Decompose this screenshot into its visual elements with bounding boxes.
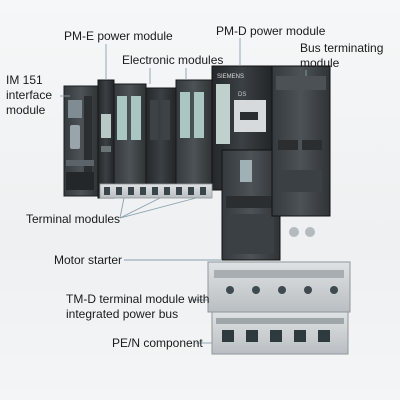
electronic-modules-right [175, 79, 213, 187]
label-im151: IM 151 interface module [6, 73, 53, 117]
label-pm-e: PM-E power module [64, 29, 173, 43]
electronic-modules-left [113, 83, 177, 185]
pmd-brand: SIEMENS [217, 74, 244, 80]
label-electronic-modules: Electronic modules [122, 53, 224, 67]
pen-component [211, 311, 349, 355]
leader-term-3 [119, 197, 197, 219]
label-pen: PE/N component [112, 336, 203, 350]
terminal-modules [99, 183, 213, 199]
pme-module [97, 79, 115, 199]
label-terminal-modules: Terminal modules [26, 212, 121, 226]
leader-term-1 [119, 197, 125, 219]
bus-terminating-module [271, 65, 331, 237]
tmd-terminal-module [207, 261, 351, 313]
label-bus-terminating: Bus terminating module [300, 41, 384, 70]
label-tmd: TM-D terminal module with integrated pow… [66, 292, 210, 321]
motor-starter [221, 149, 281, 261]
label-pm-d: PM-D power module [216, 24, 326, 38]
label-motor-starter: Motor starter [54, 253, 123, 267]
leader-lines [60, 38, 307, 344]
leader-term-2 [119, 197, 161, 219]
im151-module [63, 85, 99, 197]
pmd-code: DS [238, 92, 246, 98]
